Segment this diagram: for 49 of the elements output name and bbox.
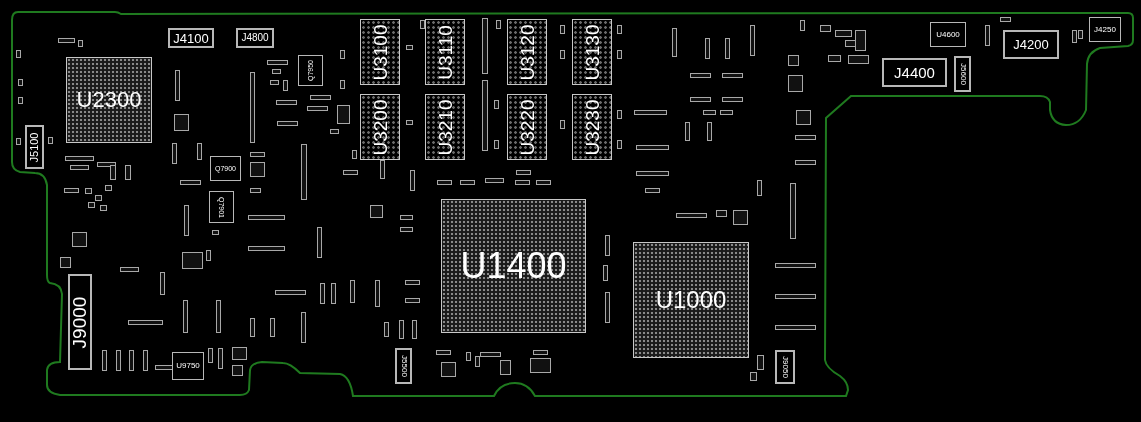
reference-designator: U3230 xyxy=(582,99,602,155)
reference-designator: J4100 xyxy=(173,31,209,45)
memory-chip-footprint xyxy=(572,19,612,85)
reference-designator: J4400 xyxy=(894,65,935,80)
component-footprint xyxy=(298,55,323,86)
reference-designator: U3110 xyxy=(435,24,455,80)
memory-chip-footprint xyxy=(425,94,465,160)
bga-chip-footprint xyxy=(66,57,152,143)
component-footprint xyxy=(210,156,241,181)
memory-chip-footprint xyxy=(360,94,400,160)
reference-designator: J4800 xyxy=(241,33,269,43)
bga-chip-footprint xyxy=(441,199,586,333)
memory-chip-footprint xyxy=(507,94,547,160)
reference-designator: J9050 xyxy=(781,356,789,378)
reference-designator: J5600 xyxy=(958,63,967,85)
reference-designator: J9000 xyxy=(70,296,90,348)
reference-designator: U1000 xyxy=(655,288,727,312)
component-footprint xyxy=(172,352,204,380)
memory-chip-footprint xyxy=(425,19,465,85)
connector-footprint xyxy=(1003,30,1059,59)
reference-designator: U3130 xyxy=(582,24,602,80)
reference-designator: U3210 xyxy=(435,99,455,155)
connector-footprint xyxy=(68,274,92,370)
reference-designator: J4250 xyxy=(1094,25,1116,34)
reference-designator: J4200 xyxy=(1013,38,1049,51)
reference-designator: U3200 xyxy=(370,99,390,155)
reference-designator: U3120 xyxy=(517,24,537,80)
reference-designator: J5100 xyxy=(29,132,40,162)
reference-designator: U3100 xyxy=(370,24,390,80)
memory-chip-footprint xyxy=(360,19,400,85)
component-footprint xyxy=(1089,17,1121,42)
memory-chip-footprint xyxy=(507,19,547,85)
connector-footprint xyxy=(954,56,971,92)
connector-footprint xyxy=(395,348,412,384)
connector-footprint xyxy=(25,125,44,169)
memory-chip-footprint xyxy=(572,94,612,160)
connector-footprint xyxy=(882,58,947,87)
component-footprint xyxy=(930,22,966,47)
connector-footprint xyxy=(168,28,214,48)
reference-designator: U4600 xyxy=(936,30,960,39)
bga-chip-footprint xyxy=(633,242,749,358)
reference-designator: J5500 xyxy=(399,355,408,377)
reference-designator: U3220 xyxy=(517,99,537,155)
reference-designator: U9750 xyxy=(176,362,200,370)
connector-footprint xyxy=(775,350,795,384)
component-footprint xyxy=(209,191,234,223)
reference-designator: U1400 xyxy=(460,248,567,284)
reference-designator: U2300 xyxy=(76,89,142,111)
connector-footprint xyxy=(236,28,274,48)
